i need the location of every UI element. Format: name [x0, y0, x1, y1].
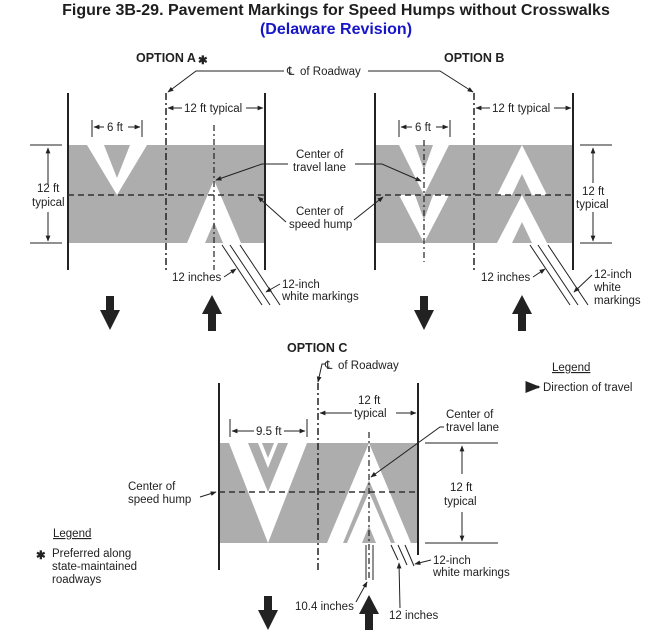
- option-b-label: OPTION B: [444, 51, 504, 65]
- preferred-star-icon: ✱: [198, 55, 208, 67]
- dim-height-label: typical: [444, 496, 477, 508]
- chevron-marking: [187, 180, 241, 243]
- dim-height-label: 12 ft: [582, 186, 605, 198]
- option-c-label: OPTION C: [287, 341, 347, 355]
- center-lane-label: travel lane: [293, 162, 346, 174]
- dim-width-label: 6 ft: [107, 122, 124, 134]
- legend-title: Legend: [53, 528, 91, 540]
- chevron-marking: [497, 145, 547, 195]
- inches-label: 12 inches: [172, 272, 221, 284]
- legend-item: state-maintained: [52, 561, 137, 573]
- dim-height-label: typical: [576, 199, 609, 211]
- chevron-gap: [248, 443, 288, 492]
- chevron-marking: [87, 145, 147, 195]
- center-hump-label: Center of: [128, 481, 176, 493]
- chevron-marking: [497, 195, 547, 243]
- markings-label: white markings: [432, 567, 510, 579]
- direction-arrow-down-icon: [414, 296, 434, 330]
- inches-label: 12 inches: [389, 610, 438, 622]
- dim-height-label: 12 ft: [450, 482, 473, 494]
- chevron-gap: [262, 443, 274, 458]
- legend-item: Preferred along: [52, 548, 131, 560]
- centerline-symbol-icon: ℄: [286, 66, 295, 78]
- figure-subtitle: (Delaware Revision): [259, 21, 413, 38]
- preferred-star-icon: ✱: [36, 550, 46, 562]
- centerline-symbol-icon: ℄: [324, 360, 333, 372]
- legend-item: Direction of travel: [543, 382, 632, 394]
- dim-height-label: 12 ft: [37, 183, 60, 195]
- cl-roadway-label: of Roadway: [338, 360, 399, 372]
- dim-lane-label: typical: [354, 408, 387, 420]
- cl-roadway-callout: ℄ of Roadway: [167, 66, 474, 93]
- inches-104-label: 10.4 inches: [295, 601, 354, 613]
- center-lane-label: Center of: [446, 409, 494, 421]
- direction-arrow-down-icon: [258, 596, 278, 630]
- direction-arrow-down-icon: [100, 296, 120, 330]
- inches-label: 12 inches: [481, 272, 530, 284]
- markings-label: 12-inch: [433, 555, 471, 567]
- center-lane-label: travel lane: [446, 422, 499, 434]
- option-b-group: OPTION B 6 ft 12 ft typical 12 ft typica…: [353, 51, 641, 331]
- markings-label: white markings: [281, 291, 359, 303]
- option-c-group: OPTION C ℄ of Roadway 9.5 ft 12 ft typic…: [128, 341, 510, 630]
- chevron-marking: [399, 195, 449, 243]
- direction-arrow-up-icon: [512, 295, 532, 331]
- center-hump-label: speed hump: [128, 494, 191, 506]
- dim-width-label: 6 ft: [415, 122, 432, 134]
- dim-lane-label: 12 ft typical: [184, 103, 242, 115]
- chevron-marking: [229, 443, 307, 543]
- direction-arrow-up-icon: [202, 295, 222, 331]
- direction-arrow-up-icon: [359, 595, 379, 630]
- markings-label: markings: [594, 295, 641, 307]
- center-hump-label: speed hump: [289, 219, 352, 231]
- markings-label: 12-inch: [594, 269, 632, 281]
- cl-roadway-label: of Roadway: [300, 66, 361, 78]
- dim-lane-label: 12 ft typical: [492, 103, 550, 115]
- center-hump-label: Center of: [296, 206, 344, 218]
- legend-star: Legend ✱ Preferred along state-maintaine…: [36, 528, 137, 586]
- dim-lane-label: 12 ft: [358, 395, 381, 407]
- dim-width-label: 9.5 ft: [256, 426, 282, 438]
- dim-height-label: typical: [32, 197, 65, 209]
- markings-label: white: [593, 282, 621, 294]
- figure-title: Figure 3B-29. Pavement Markings for Spee…: [62, 2, 610, 19]
- markings-label: 12-inch: [282, 279, 320, 291]
- option-a-label: OPTION A: [136, 51, 196, 65]
- option-a-group: OPTION A ✱ 6 ft 12 ft typical 12 ft typi…: [30, 51, 374, 331]
- legend-item: roadways: [52, 574, 101, 586]
- legend-title: Legend: [552, 362, 590, 374]
- center-lane-label: Center of: [296, 149, 344, 161]
- legend-direction: Legend Direction of travel: [525, 362, 632, 394]
- chevron-marking: [327, 443, 411, 543]
